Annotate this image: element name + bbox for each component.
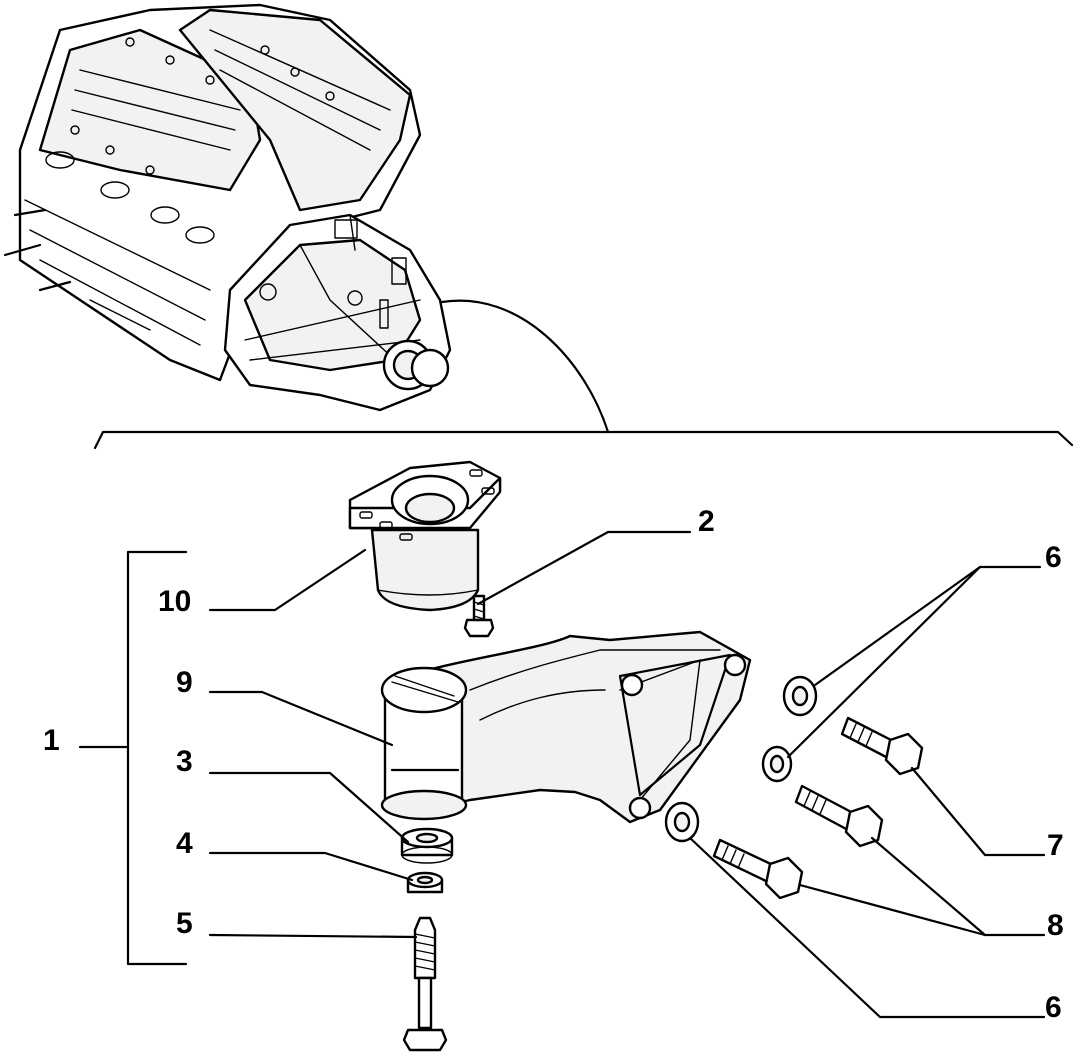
spring-washer-4 — [406, 871, 444, 894]
stud-bolt-5 — [402, 916, 448, 1052]
callout-label-6-top: 6 — [1045, 541, 1062, 574]
callout-labels: 1 2 3 4 5 6 6 7 8 9 10 — [43, 505, 1064, 1024]
small-bolt — [463, 594, 495, 638]
callout-label-9: 9 — [176, 666, 193, 699]
hex-bolt-8-lower — [712, 838, 804, 900]
upper-rubber-mount — [348, 460, 502, 612]
callout-label-2: 2 — [698, 505, 715, 538]
hex-bolt-8-upper — [794, 784, 884, 848]
callout-label-3: 3 — [176, 745, 193, 778]
callout-label-5: 5 — [176, 907, 193, 940]
washer-6-upper — [782, 675, 818, 717]
hex-bolt-7 — [840, 716, 924, 776]
callout-label-1: 1 — [43, 724, 60, 757]
callout-label-6-bottom: 6 — [1045, 991, 1062, 1024]
callout-label-8: 8 — [1047, 909, 1064, 942]
callout-label-7: 7 — [1047, 829, 1064, 862]
engine-gearbox-illustration — [3, 3, 452, 412]
callout-label-10: 10 — [158, 585, 191, 618]
washer-3 — [400, 827, 454, 864]
callout-label-4: 4 — [176, 827, 193, 860]
leader-lines — [78, 530, 1046, 1019]
detail-callout-curve — [440, 299, 610, 434]
washer-6-middle — [761, 745, 793, 783]
mounting-bracket-arm — [380, 630, 752, 824]
detail-bracket-line — [93, 430, 1074, 450]
washer-6-lower — [664, 801, 700, 843]
